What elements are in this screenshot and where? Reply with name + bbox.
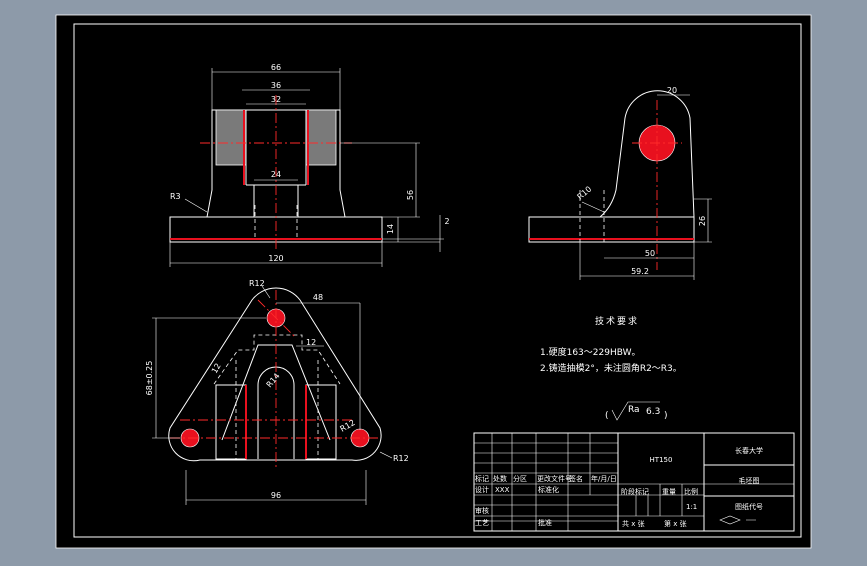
dim-12-left: 12 [210, 362, 223, 375]
label-r12-top: R12 [249, 279, 265, 288]
dim-66: 66 [271, 63, 281, 72]
dim-24: 24 [271, 170, 281, 179]
sheet-number: 第 x 张 [664, 519, 687, 528]
dim-26: 26 [698, 216, 707, 226]
drawing-frame [73, 23, 802, 538]
side-base-plate [528, 216, 695, 243]
school-name: 长春大学 [735, 446, 763, 455]
value-scale: 1:1 [686, 503, 697, 511]
dim-20: 20 [667, 86, 677, 95]
label-process: 工艺 [475, 519, 489, 527]
roughness-close: ) [664, 411, 668, 421]
th-date: 年/月/日 [591, 474, 617, 483]
title-block: HT150 长春大学 毛坯图 图纸代号 标记 处数 分区 更改文件号 签名 年/… [473, 432, 795, 532]
part-name: 毛坯图 [739, 476, 760, 485]
roughness-symbol-icon [611, 401, 660, 421]
tech-title: 技术要求 [595, 315, 639, 327]
th-doc: 更改文件号 [537, 474, 572, 483]
front-view: 66 36 32 24 56 14 2 120 R3 [169, 63, 450, 267]
material: HT150 [650, 456, 673, 464]
front-right-hatch [305, 109, 337, 166]
dim-14: 14 [386, 224, 395, 234]
dim-120: 120 [268, 254, 283, 263]
th-mark: 标记 [475, 474, 489, 483]
dim-12-right: 12 [306, 338, 316, 347]
label-r3: R3 [170, 192, 181, 201]
roughness-open: ( [605, 411, 609, 421]
dim-96: 96 [271, 491, 281, 500]
dim-59-2: 59.2 [631, 267, 649, 276]
label-standard: 标准化 [538, 485, 559, 494]
th-count: 处数 [493, 474, 507, 483]
label-r12-bottom: R12 [393, 454, 409, 463]
side-ear [599, 90, 695, 218]
drawing-code: 图纸代号 [735, 502, 763, 511]
dim-2: 2 [444, 217, 449, 226]
top-outline [168, 287, 382, 462]
th-zone: 分区 [513, 474, 527, 483]
dim-36: 36 [271, 81, 281, 90]
label-weight: 重量 [662, 488, 676, 496]
label-approve: 批准 [538, 518, 552, 527]
label-stage: 阶段标记 [621, 487, 649, 496]
tech-line-2: 2.铸造抽模2°，未注圆角R2～R3。 [540, 362, 682, 374]
tech-notes: 技术要求 1.硬度163～229HBW。 2.铸造抽模2°，未注圆角R2～R3。… [540, 315, 682, 421]
front-left-hatch [215, 109, 247, 166]
dim-32: 32 [271, 95, 281, 104]
dim-48: 48 [313, 293, 323, 302]
roughness-value: 6.3 [646, 407, 660, 417]
sheets-total: 共 x 张 [622, 519, 645, 528]
tech-line-1: 1.硬度163～229HBW。 [540, 346, 640, 358]
dim-50: 50 [645, 249, 655, 258]
side-view: 20 R10 26 50 59.2 [528, 86, 712, 280]
label-check: 审核 [475, 506, 489, 515]
label-design: 设计 [475, 485, 489, 494]
roughness-label: Ra [628, 405, 640, 415]
label-scale: 比例 [684, 487, 698, 496]
drawing-sheet [55, 14, 812, 549]
dim-56: 56 [406, 190, 415, 200]
th-sign: 签名 [569, 474, 583, 483]
dim-68: 68±0.25 [145, 361, 154, 396]
projection-symbol-icon [719, 515, 756, 525]
value-design: XXX [495, 486, 510, 494]
